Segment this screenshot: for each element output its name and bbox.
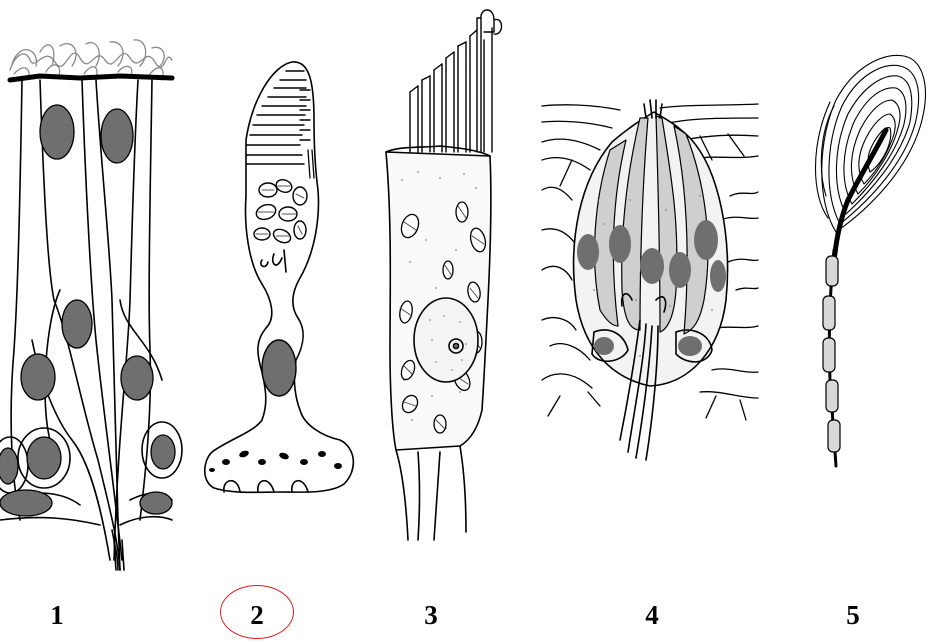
panel-3-illustration	[386, 10, 502, 540]
panel-1-label: 1	[37, 602, 77, 629]
panel-5-illustration	[816, 55, 926, 466]
panel-1-illustration	[0, 40, 182, 570]
panel-2-illustration	[205, 62, 354, 492]
panel-5-label: 5	[833, 602, 873, 629]
panel-3-label: 3	[411, 602, 451, 629]
highlight-circle	[220, 585, 294, 639]
panel-4-label: 4	[632, 602, 672, 629]
panel-4-illustration	[542, 100, 758, 460]
